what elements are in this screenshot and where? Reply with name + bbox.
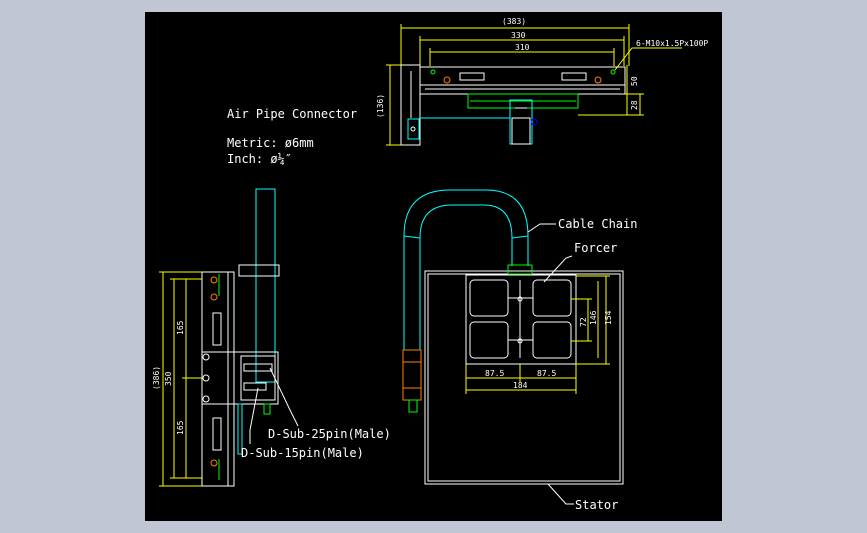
stator-outline [424, 270, 624, 485]
dim-text-146: 146 [589, 310, 598, 325]
stator-label: Stator [575, 498, 618, 512]
inch-size-label: Inch: ø¼″ [227, 152, 292, 166]
dim-text-310: 310 [515, 43, 530, 52]
thread-note-text: 6-M10x1.5Px100P [636, 39, 708, 48]
dim-text-383: (383) [502, 17, 526, 26]
top-left-column [400, 64, 421, 146]
dsub-15pin-label: D-Sub-15pin(Male) [241, 446, 364, 460]
chain-end-block [507, 264, 533, 275]
dim-text-28: 28 [630, 100, 639, 110]
dim-text-165-bottom: 165 [176, 420, 185, 435]
cable-chain-label: Cable Chain [558, 217, 637, 231]
side-main-body [201, 271, 235, 487]
dim-text-72: 72 [579, 317, 588, 327]
dsub25-leader [269, 367, 299, 427]
forcer-view [402, 189, 624, 505]
top-view [386, 24, 682, 146]
cable-chain-leader [527, 223, 556, 233]
dim-text-50: 50 [630, 76, 639, 86]
side-connector-housing [201, 351, 279, 405]
dim-text-154: 154 [604, 310, 613, 325]
dsub-25-connector [243, 363, 273, 372]
cad-viewport[interactable]: (383) 330 310 (136) 50 28 6-M10x1.5Px100… [145, 12, 722, 521]
dim-text-350: 350 [164, 371, 173, 386]
dim-text-87-5-right: 87.5 [537, 369, 556, 378]
forcer-view-dimension-texts: 72 146 154 87.5 87.5 184 [485, 310, 613, 390]
callout-labels: Air Pipe Connector Metric: ø6mm Inch: ø¼… [227, 107, 637, 512]
dsub-15-connector [243, 382, 267, 391]
cable-chain-inner [419, 204, 513, 350]
side-view-dimension-texts: (386) 350 165 165 [152, 320, 185, 435]
dim-text-136: (136) [376, 94, 385, 118]
side-view [159, 188, 299, 487]
air-pipe-connector-label: Air Pipe Connector [227, 107, 357, 121]
dsub-25pin-label: D-Sub-25pin(Male) [268, 427, 391, 441]
dim-text-184: 184 [513, 381, 528, 390]
forcer-label: Forcer [574, 241, 617, 255]
side-cable-pipe [255, 188, 276, 383]
dsub15-leader [249, 387, 259, 444]
stator-leader [547, 483, 574, 505]
forcer-body [465, 274, 577, 365]
forcer-connector [402, 349, 422, 401]
metric-size-label: Metric: ø6mm [227, 136, 314, 150]
drawing-canvas: (383) 330 310 (136) 50 28 6-M10x1.5Px100… [152, 17, 708, 512]
top-chain-block [509, 99, 533, 145]
thread-note-leader [614, 47, 682, 71]
forcer-leader [543, 255, 573, 283]
dim-text-87-5-left: 87.5 [485, 369, 504, 378]
top-view-dimension-texts: (383) 330 310 (136) 50 28 6-M10x1.5Px100… [376, 17, 708, 118]
top-bolt-right-marker [594, 76, 602, 84]
top-bolt-left-marker [443, 76, 451, 84]
dim-text-165-top: 165 [176, 320, 185, 335]
dim-text-330: 330 [511, 31, 526, 40]
top-forcer-plate [419, 66, 626, 95]
dim-text-386: (386) [152, 366, 161, 390]
cable-chain-outer [403, 189, 529, 350]
